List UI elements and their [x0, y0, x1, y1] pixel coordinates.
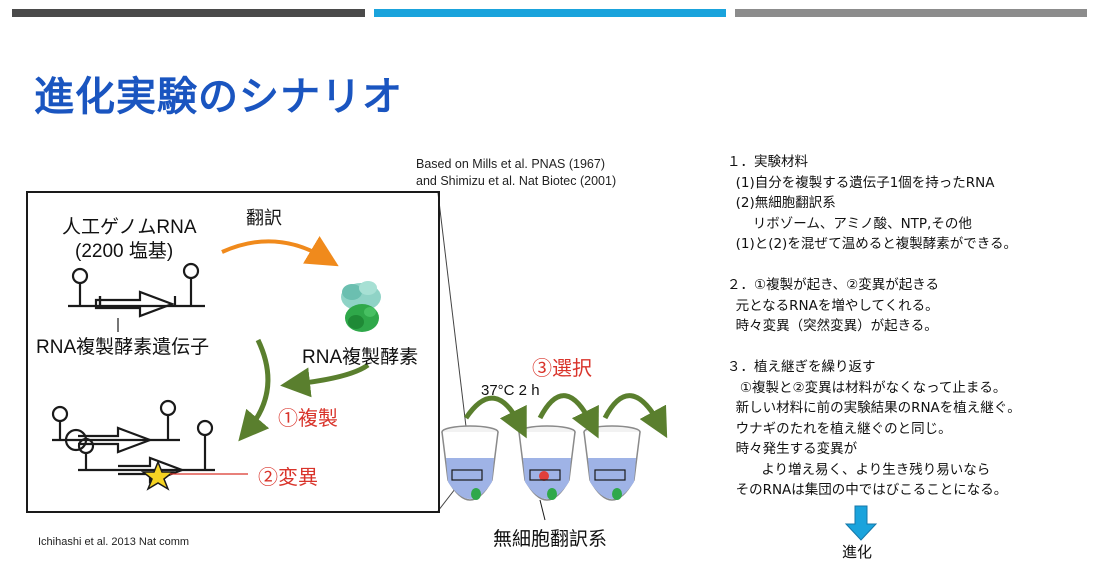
diagram-frame: [26, 191, 440, 513]
gene-label: RNA複製酵素遺伝子: [36, 337, 210, 358]
enzyme-protein-icon: [341, 281, 381, 332]
step-line: 新しい材料に前の実験結果のRNAを植え継ぐ。: [727, 400, 1021, 416]
step-line: (1)自分を複製する遺伝子1個を持ったRNA: [727, 174, 995, 191]
mutation-label: ②変異: [258, 467, 318, 489]
top-bar-dark: [12, 9, 365, 17]
citation: Ichihashi et al. 2013 Nat comm: [38, 536, 190, 548]
step-line: リボゾーム、アミノ酸、NTP,その他: [727, 215, 972, 232]
step-line: [727, 255, 1021, 276]
tube-3: [583, 425, 641, 501]
evolution-label: 進化: [842, 543, 873, 561]
reference-line-1: Based on Mills et al. PNAS (1967): [416, 157, 605, 171]
step-line: ３．植え継ぎを繰り返す: [727, 359, 876, 375]
replication-arrow: [238, 338, 271, 442]
step-line: ①複製と②変異は材料がなくなって止まる。: [727, 379, 1007, 396]
rna-molecule-top: [68, 262, 205, 318]
steps-text: １．実験材料 (1)自分を複製する遺伝子1個を持ったRNA (2)無細胞翻訳系 …: [727, 152, 1021, 501]
cellfree-pointer-line: [539, 499, 546, 521]
condition-label: 37°C 2 h: [481, 382, 540, 399]
enzyme-label: RNA複製酵素: [302, 347, 419, 368]
step-line: (1)と(2)を混ぜて温めると複製酵素ができる。: [727, 236, 1017, 252]
reference-line-2: and Shimizu et al. Nat Biotec (2001): [416, 174, 617, 188]
step-line: 元となるRNAを増やしてくれる。: [727, 297, 939, 314]
replication-label: ①複製: [278, 408, 338, 430]
selection-label: ③選択: [532, 358, 592, 380]
slide-title: 進化実験のシナリオ: [34, 74, 403, 120]
step-line: より増え易く、より生き残り易いなら: [727, 461, 991, 478]
top-bar-blue: [374, 9, 726, 17]
step-line: そのRNAは集団の中ではびこることになる。: [727, 482, 1008, 498]
rna-molecule-bottom: [51, 399, 215, 484]
step-line: ２．①複製が起き、②変異が起きる: [727, 277, 939, 293]
zoom-line-top: [437, 192, 471, 461]
enzyme-to-replication-arrow: [280, 362, 370, 398]
step-line: 時々発生する変異が: [727, 441, 858, 457]
genome-label: 人工ゲノムRNA: [62, 217, 197, 238]
tube-2: [518, 425, 576, 501]
step-line: [727, 337, 1021, 358]
step-line: ウナギのたれを植え継ぐのと同じ。: [727, 420, 952, 437]
genome-bases-label: (2200 塩基): [75, 241, 174, 262]
step-line: 時々変異（突然変異）が起きる。: [727, 318, 938, 334]
translation-arrow: [221, 236, 339, 267]
transfer-arrows: [463, 393, 668, 439]
top-bar-gray: [735, 9, 1087, 17]
evolution-arrow-icon: [844, 505, 878, 541]
step-line: (2)無細胞翻訳系: [727, 195, 836, 211]
step-line: １．実験材料: [727, 154, 808, 170]
translation-label: 翻訳: [246, 208, 282, 228]
mutation-star-icon: [140, 459, 176, 491]
tube-1: [441, 425, 499, 501]
cellfree-label: 無細胞翻訳系: [493, 529, 608, 550]
